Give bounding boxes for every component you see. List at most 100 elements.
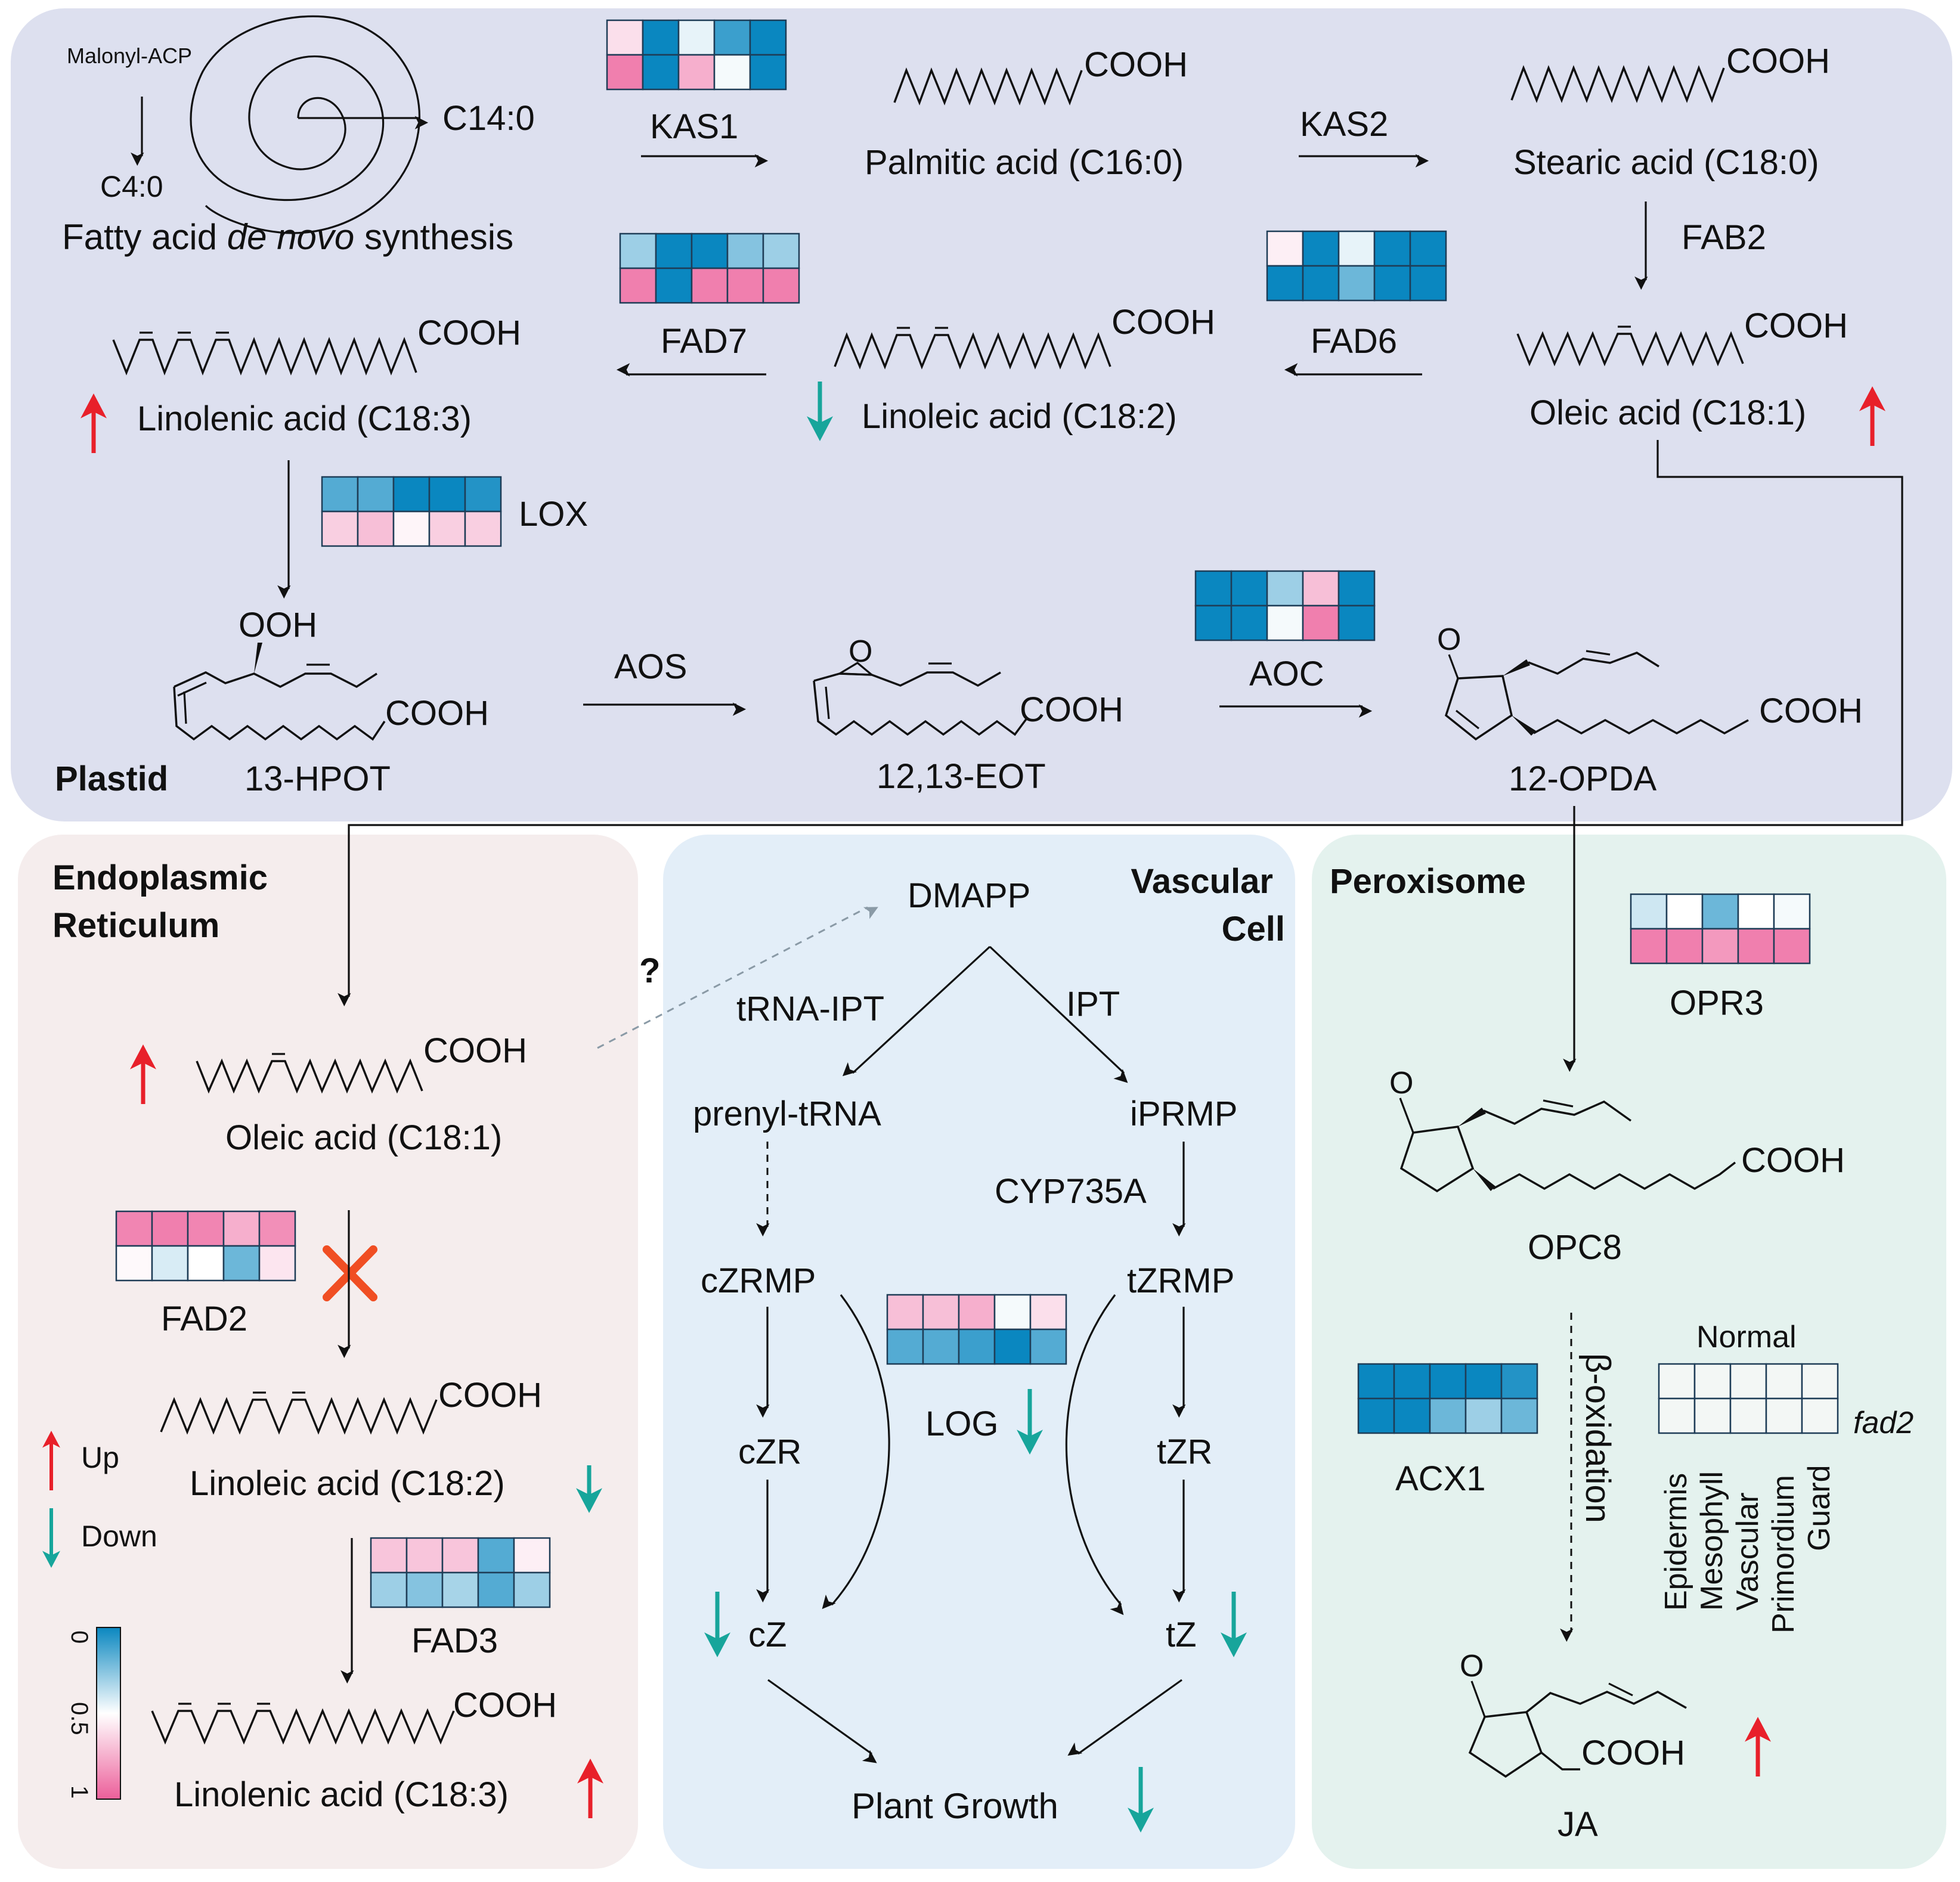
er-linolenic-acid-label: Linolenic acid (C18:3) (174, 1775, 509, 1814)
heatmap-cell-kas1-fad2-3 (713, 54, 751, 91)
heatmap-cell-legend-fad2-4 (1801, 1397, 1839, 1434)
heatmap-cell-aoc-fad2-1 (1230, 604, 1268, 641)
heatmap-cell-acx1-fad2-1 (1393, 1397, 1431, 1434)
legend-up-arrow-icon (42, 1431, 60, 1490)
plastid-linoleic-cooh: COOH (1111, 303, 1215, 342)
heatmap-cell-fad6-fad2-0 (1266, 265, 1304, 302)
heatmap-cell-fad3-normal-4 (513, 1537, 551, 1574)
tzr-label: tZR (1157, 1433, 1212, 1471)
heatmap-cell-legend-normal-2 (1729, 1363, 1767, 1400)
heatmap-cell-lox-normal-0 (321, 476, 359, 513)
de-novo-synthesis-label: Fatty acid de novo synthesis (62, 217, 513, 257)
legend-up-label: Up (81, 1441, 119, 1474)
vascular-label-line1: Vascular (1131, 862, 1273, 901)
iprmp-label: iPRMP (1130, 1095, 1237, 1133)
heatmap-cell-fad2-fad2-4 (258, 1245, 296, 1282)
heatmap-cell-opr3-normal-3 (1737, 893, 1775, 930)
lox-heatmap (321, 476, 502, 547)
heatmap-cell-aoc-normal-3 (1302, 570, 1340, 607)
heatmap-cell-acx1-fad2-4 (1500, 1397, 1538, 1434)
heatmap-cell-fad2-normal-4 (258, 1210, 296, 1247)
c4-label: C4:0 (100, 170, 163, 203)
ipt-label: IPT (1066, 985, 1120, 1024)
scale-label-0-5: 0.5 (66, 1702, 92, 1735)
svg-text:O: O (849, 634, 872, 669)
heatmap-cell-fad3-normal-3 (477, 1537, 515, 1574)
svg-text:O: O (1460, 1649, 1484, 1683)
heatmap-cell-kas1-normal-4 (749, 19, 787, 56)
heatmap-cell-fad2-fad2-0 (115, 1245, 153, 1282)
tissue-legend-heatmap (1658, 1363, 1839, 1434)
down-arrow-plastid-linoleic-icon (807, 382, 833, 441)
heatmap-cell-fad7-normal-0 (619, 232, 657, 269)
plastid-oleic-acid-label: Oleic acid (C18:1) (1529, 393, 1806, 432)
plastid-linolenic-acid-structure (112, 337, 417, 376)
heatmap-cell-acx1-normal-3 (1464, 1363, 1503, 1400)
heatmap-cell-aoc-fad2-0 (1194, 604, 1233, 641)
peroxisome-label: Peroxisome (1330, 862, 1526, 901)
heatmap-cell-legend-fad2-1 (1693, 1397, 1732, 1434)
heatmap-cell-legend-normal-0 (1658, 1363, 1696, 1400)
heatmap-cell-fad7-normal-4 (762, 232, 800, 269)
heatmap-cell-log-fad2-3 (993, 1328, 1032, 1365)
heatmap-cell-log-fad2-2 (958, 1328, 996, 1365)
up-arrow-er-oleic-icon (130, 1044, 156, 1104)
heatmap-cell-fad7-normal-3 (726, 232, 764, 269)
heatmap-cell-opr3-fad2-0 (1630, 928, 1668, 965)
er-linolenic-acid-structure (151, 1708, 455, 1745)
fad3-heatmap (370, 1537, 551, 1608)
heatmap-cell-log-fad2-1 (922, 1328, 960, 1365)
heatmap-cell-kas1-normal-2 (677, 19, 716, 56)
heatmap-cell-lox-fad2-1 (357, 510, 395, 547)
heatmap-cell-kas1-fad2-1 (642, 54, 680, 91)
trna-ipt-arrow (842, 945, 991, 1077)
tissue-label-guard: Guard (1802, 1465, 1837, 1551)
heatmap-cell-aoc-normal-4 (1337, 570, 1376, 607)
heatmap-cell-fad6-fad2-1 (1302, 265, 1340, 302)
opr3-label: OPR3 (1670, 984, 1764, 1022)
12-opda-structure: O COOH (1437, 622, 1863, 741)
heatmap-cell-lox-fad2-2 (392, 510, 431, 547)
plastid-linoleic-acid-label: Linoleic acid (C18:2) (862, 397, 1177, 436)
cz-label: cZ (748, 1616, 787, 1654)
color-scale-legend: 0 0.5 1 (66, 1627, 121, 1800)
heatmap-cell-aoc-fad2-3 (1302, 604, 1340, 641)
12-13-eot-label: 12,13-EOT (877, 757, 1046, 796)
12-13-eot-structure: O COOH (813, 634, 1123, 736)
up-arrow-er-linolenic-icon (577, 1759, 603, 1818)
heatmap-cell-lox-normal-2 (392, 476, 431, 513)
svg-text:COOH: COOH (1759, 692, 1863, 730)
heatmap-cell-fad7-fad2-3 (726, 267, 764, 304)
heatmap-cell-fad3-fad2-1 (405, 1571, 444, 1608)
acx1-heatmap (1357, 1363, 1538, 1434)
scale-label-1: 1 (66, 1785, 92, 1799)
heatmap-cell-aoc-fad2-2 (1266, 604, 1304, 641)
heatmap-cell-fad7-fad2-2 (691, 267, 729, 304)
plant-growth-label: Plant Growth (851, 1786, 1058, 1826)
heatmap-cell-kas1-fad2-4 (749, 54, 787, 91)
heatmap-cell-fad2-normal-3 (222, 1210, 261, 1247)
heatmap-cell-fad6-normal-4 (1409, 230, 1447, 267)
opc8-label: OPC8 (1528, 1228, 1622, 1267)
stearic-acid-label: Stearic acid (C18:0) (1513, 143, 1819, 182)
heatmap-cell-acx1-fad2-0 (1357, 1397, 1395, 1434)
heatmap-cell-fad6-fad2-2 (1337, 265, 1376, 302)
prenyl-trna-label: prenyl-tRNA (693, 1095, 881, 1133)
spiral-icon (190, 15, 421, 234)
tissue-label-primordium: Primordium (1766, 1475, 1801, 1633)
heatmap-cell-log-fad2-4 (1029, 1328, 1067, 1365)
heatmap-cell-fad3-fad2-3 (477, 1571, 515, 1608)
heatmap-cell-aoc-normal-1 (1230, 570, 1268, 607)
plastid-region (11, 8, 1952, 821)
trna-ipt-label: tRNA-IPT (736, 990, 884, 1028)
heatmap-cell-fad6-normal-2 (1337, 230, 1376, 267)
plastid-linolenic-acid-label: Linolenic acid (C18:3) (137, 399, 472, 438)
heatmap-cell-legend-normal-4 (1801, 1363, 1839, 1400)
plastid-label: Plastid (55, 759, 168, 798)
ja-label: JA (1558, 1805, 1598, 1844)
heatmap-cell-fad3-normal-2 (441, 1537, 479, 1574)
heatmap-cell-log-normal-2 (958, 1294, 996, 1331)
heatmap-cell-acx1-normal-1 (1393, 1363, 1431, 1400)
malonyl-acp-label: Malonyl-ACP (67, 44, 192, 68)
fad6-label: FAD6 (1311, 322, 1397, 361)
